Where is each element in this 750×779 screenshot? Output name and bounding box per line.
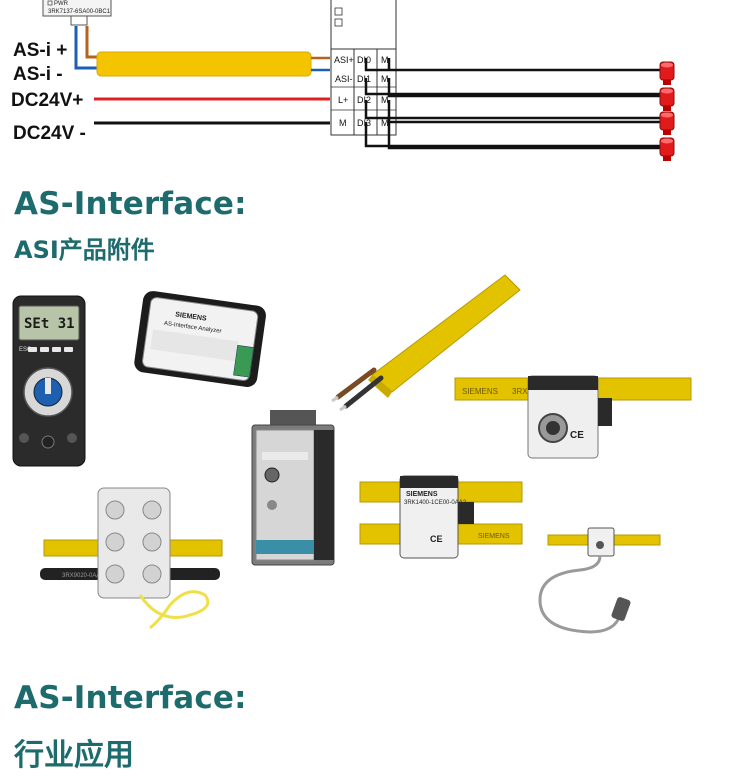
terminal-di1: DI1 [357,74,371,84]
svg-text:CE: CE [570,430,584,441]
terminal-indicator-1 [334,7,343,16]
terminal-di0: DI0 [357,55,371,65]
terminal-di3: DI3 [357,118,371,128]
terminal-m-2: M [381,74,389,84]
terminal-m-1: M [381,55,389,65]
wiring-diagram-svg: PWR 3RK7137-6SA00-0BC1 ASI+ ASI- L+ M DI… [42,0,675,161]
red-sensor-lamp-icon [659,87,675,111]
relay-device-image [251,410,335,566]
m12-cable-image [538,527,661,634]
red-sensor-lamp-icon [659,111,675,135]
addressing-unit-image: SEt 31 ESC [12,295,86,467]
green-terminal-icon [233,345,254,378]
terminal-indicator-2 [334,18,343,27]
yellow-flat-cable [96,51,312,77]
black-cable-print: 3RX9020-0AA00 [62,573,108,579]
analyzer-brand: SIEMENS [175,311,208,322]
meter-display-text: SEt 31 [24,316,75,332]
coupling-cable-print: SIEMENS [478,533,510,540]
pwr-led-icon [47,0,53,6]
red-sensor-lamp-icon [659,137,675,161]
terminal-asi-minus: ASI- [335,74,353,84]
sensor-wiring [364,58,660,150]
coupling-brand: SIEMENS [406,491,438,498]
label-dc24v-minus: DC24V - [13,123,86,144]
section2-title-en: AS-Interface: [14,680,247,716]
coupling-part: 3RK1400-1CE00-0AA2 [404,500,467,506]
terminal-di2: DI2 [357,95,371,105]
asi-minus-blue-wire [74,26,97,70]
meter-esc-label: ESC [19,347,32,353]
cable-print-siemens: SIEMENS [462,387,498,396]
section2-title-cn: 行业应用 [14,738,134,773]
terminal-m: M [339,118,347,128]
svg-text:CE: CE [430,534,443,544]
section1-title-en: AS-Interface: [14,186,247,222]
section1-title-cn: ASI产品附件 [14,236,155,264]
module-led-label: PWR [54,1,69,7]
label-asi-minus: AS-i - [13,64,63,85]
wiring-diagram: PWR 3RK7137-6SA00-0BC1 ASI+ ASI- L+ M DI… [0,0,750,175]
label-dc24v-plus: DC24V+ [11,90,84,111]
products-collage: SEt 31 ESC SIEMENS AS-Interface Analyzer [0,270,750,650]
yellow-flat-cable-image [331,274,521,412]
cable-module-image: SIEMENS 3RX9010 CE [454,375,692,459]
ip67-module-image: 3RX9020-0AA00 [40,487,223,630]
red-sensor-lamps [659,61,675,161]
label-asi-plus: AS-i + [13,40,68,61]
as-interface-analyzer-image: SIEMENS AS-Interface Analyzer [134,291,266,387]
red-sensor-lamp-icon [659,61,675,85]
asi-plus-brown-wire [85,26,97,59]
module-connector [70,15,88,26]
products-collage-svg: SEt 31 ESC SIEMENS AS-Interface Analyzer [12,274,692,634]
terminal-block [330,0,397,136]
terminal-asi-plus: ASI+ [334,55,354,65]
module-part-number: 3RK7137-6SA00-0BC1 [48,9,111,15]
terminal-l-plus: L+ [338,95,348,105]
terminal-m-4: M [381,118,389,128]
terminal-m-3: M [381,95,389,105]
coupling-module-image: SIEMENS 3RK1400-1CE00-0AA2 CE SIEMENS [359,475,523,559]
